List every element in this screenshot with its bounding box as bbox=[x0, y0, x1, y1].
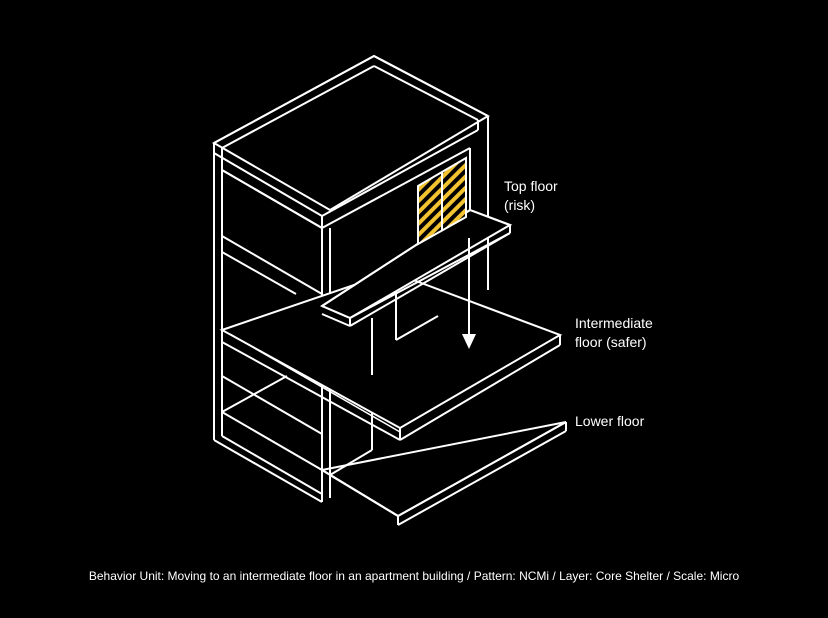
top-floor-hazard-door bbox=[417, 156, 467, 246]
top-floor-label-line-1: Top floor bbox=[504, 178, 558, 194]
top-floor-label-line-2: (risk) bbox=[504, 197, 536, 213]
lower-floor-label-text: Lower floor bbox=[575, 413, 645, 429]
top-floor-label: Top floor (risk) bbox=[504, 177, 558, 215]
diagram-caption: Behavior Unit: Moving to an intermediate… bbox=[88, 569, 740, 583]
downward-movement-arrow bbox=[462, 238, 476, 349]
intermediate-floor-label-line-2: floor (safer) bbox=[575, 334, 647, 350]
intermediate-floor-walls bbox=[371, 288, 439, 375]
intermediate-floor-label: Intermediate floor (safer) bbox=[575, 314, 653, 352]
lower-floor-label: Lower floor bbox=[575, 412, 644, 431]
ground-slab bbox=[319, 421, 567, 526]
intermediate-floor-label-line-1: Intermediate bbox=[575, 315, 653, 331]
intermediate-floor-slab bbox=[219, 270, 563, 441]
top-floor-block bbox=[211, 54, 491, 290]
